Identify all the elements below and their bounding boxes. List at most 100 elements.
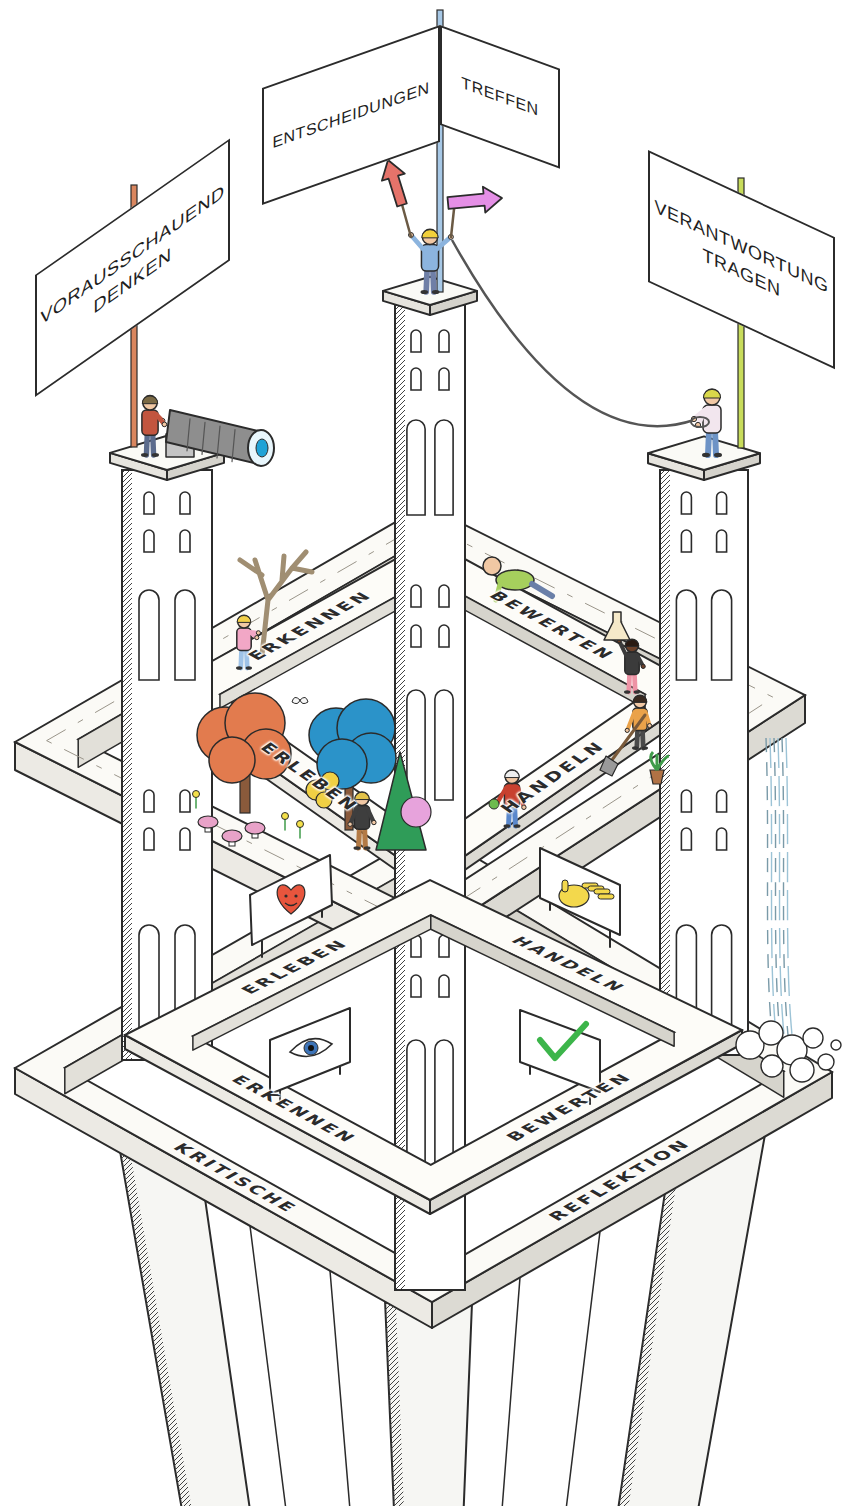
person-hand	[522, 805, 526, 809]
walkway-label: HANDELN	[496, 738, 609, 816]
person-shoe	[236, 666, 242, 670]
person-figure	[409, 229, 454, 294]
flower	[193, 791, 200, 798]
tower-window	[439, 585, 449, 607]
person-leg	[150, 433, 156, 455]
nature	[193, 552, 670, 850]
walkway-label: REFLEKTION	[544, 1136, 695, 1223]
person-arm	[627, 712, 634, 730]
tower-window	[411, 975, 421, 997]
tower-body	[122, 470, 212, 1060]
flower	[297, 821, 304, 828]
person-shoe	[624, 690, 630, 694]
person-head	[143, 396, 157, 410]
person-shoe	[364, 846, 371, 850]
support-leg-shade	[618, 1186, 676, 1506]
board-post	[609, 931, 611, 947]
tower-body	[660, 470, 748, 1055]
person-shoe	[141, 453, 148, 457]
water-stream	[786, 738, 792, 1035]
person-leg	[634, 729, 640, 748]
person-figure	[617, 639, 645, 694]
sign-text: TREFFEN	[461, 71, 538, 122]
person-figure	[348, 792, 376, 850]
eye-board	[270, 1008, 350, 1094]
telescope-ridge	[187, 419, 190, 451]
tower-arch	[712, 590, 732, 680]
walkway-label: ERLEBEN	[236, 937, 353, 996]
board-post	[589, 1088, 591, 1104]
flask	[604, 612, 630, 640]
signboard: VERANTWORTUNG TRAGEN	[648, 150, 835, 369]
telescope-tube	[166, 410, 262, 464]
person-arm	[518, 788, 524, 808]
tower-shade	[123, 471, 132, 1059]
tower-window	[180, 790, 190, 812]
tower-window	[439, 330, 449, 352]
shovel-handle	[612, 715, 645, 760]
tower-window	[439, 368, 449, 390]
tower-window	[144, 530, 154, 552]
rope	[452, 240, 694, 426]
person-figure	[691, 389, 722, 457]
person-head	[634, 695, 647, 708]
person-shoe	[514, 824, 521, 828]
seedling	[489, 799, 499, 809]
sign-panel: ENTSCHEIDUNGEN	[262, 25, 440, 205]
heart-board	[250, 855, 332, 945]
flower	[282, 813, 289, 820]
support-leg-shade	[385, 1300, 404, 1506]
person-hair	[142, 396, 157, 404]
telescope-lens-core	[256, 439, 268, 457]
tower-window	[411, 330, 421, 352]
person-figure	[494, 770, 526, 828]
heart-face	[285, 903, 297, 906]
splash-cloud	[803, 1028, 823, 1048]
person-hair	[703, 389, 720, 398]
splash-cloud	[818, 1054, 834, 1070]
splash-cloud	[790, 1058, 814, 1082]
telescope-ridge	[217, 426, 220, 458]
tower-arch	[407, 420, 425, 515]
pink-bush	[401, 797, 431, 827]
eye-iris	[304, 1041, 318, 1055]
person-shoe	[504, 824, 511, 828]
walkway-label: HANDELN	[507, 934, 631, 994]
person-hair	[355, 792, 370, 799]
sign-pole	[738, 178, 744, 448]
person-shoe	[246, 666, 252, 670]
walkway-label: ERLEBEN	[257, 739, 364, 814]
person-arm	[496, 584, 500, 600]
sign-panel: TREFFEN	[440, 25, 560, 169]
person-leg	[512, 806, 518, 826]
tower-window	[681, 492, 691, 514]
person-hand	[255, 636, 259, 640]
eye-outline	[290, 1039, 332, 1057]
tower-window	[717, 828, 727, 850]
orange-tree-crown	[209, 737, 255, 783]
crawling-man	[483, 557, 552, 600]
person-hand	[256, 631, 260, 635]
person-leg	[356, 828, 362, 848]
tower	[648, 436, 760, 1055]
person-hand	[162, 422, 167, 427]
person-leg	[626, 673, 632, 692]
person-leg	[708, 431, 709, 455]
person-leg	[532, 584, 552, 596]
shovel-blade	[600, 756, 618, 776]
tower-arch	[139, 590, 159, 680]
eye-pupil	[308, 1045, 314, 1051]
walkway-label: KRITISCHE	[169, 1140, 302, 1215]
person-hand	[348, 822, 352, 826]
support-line	[566, 1231, 600, 1506]
person-head	[505, 770, 519, 784]
person-hand	[648, 724, 652, 728]
person-hair	[633, 696, 647, 703]
potted-plant	[650, 770, 664, 784]
sign-text: ENTSCHEIDUNGEN	[272, 76, 429, 155]
person-shoe	[432, 290, 440, 294]
person-leg	[362, 828, 368, 848]
